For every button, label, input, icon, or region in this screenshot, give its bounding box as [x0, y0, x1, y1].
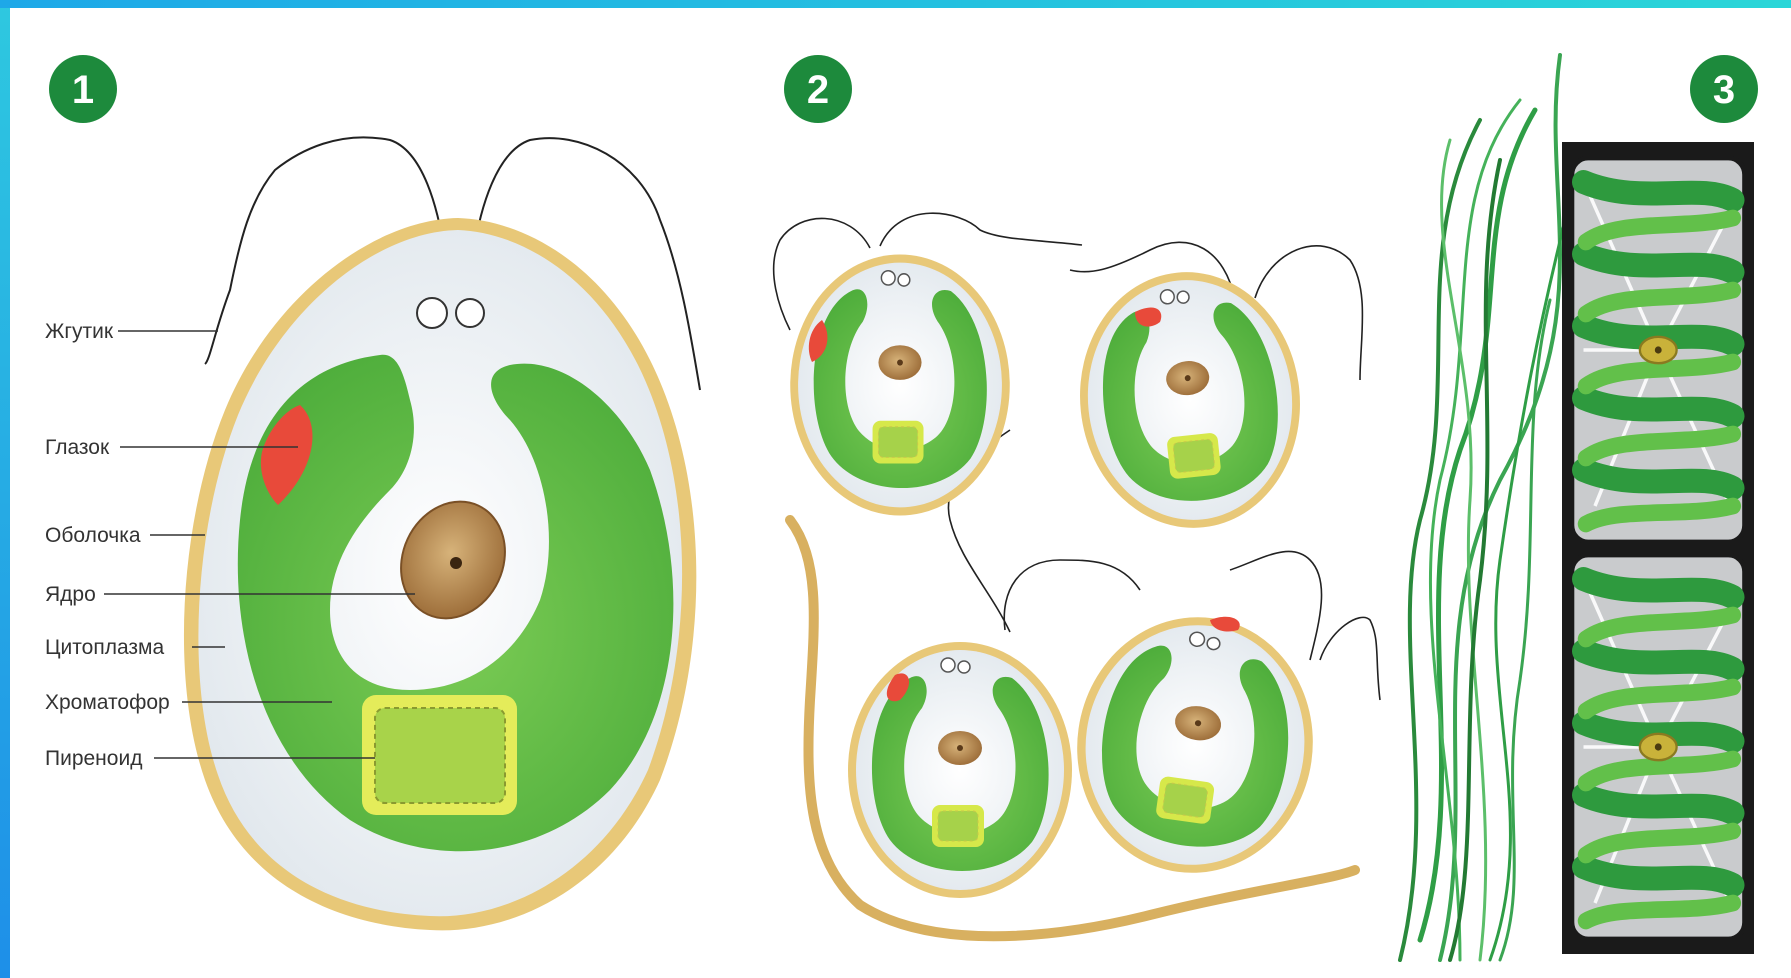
spirogyra-cell-upper	[1572, 158, 1745, 542]
colony-cells	[774, 213, 1380, 936]
panel-2-number: 2	[807, 68, 829, 112]
label-pyrenoid: Пиреноид	[45, 747, 142, 770]
label-nucleus: Ядро	[45, 583, 96, 606]
pyrenoid	[375, 708, 505, 803]
panel-3-number: 3	[1713, 68, 1735, 112]
colony-cell-3	[848, 642, 1072, 898]
label-cytoplasm: Цитоплазма	[45, 636, 164, 659]
colony-cell-1	[790, 254, 1010, 515]
panel-3-badge: 3	[1690, 55, 1758, 123]
label-flagellum: Жгутик	[45, 320, 114, 343]
spirogyra-cell-lower	[1572, 555, 1745, 939]
nucleolus	[450, 557, 462, 569]
vacuole-2	[456, 299, 484, 327]
label-membrane: Оболочка	[45, 524, 141, 547]
panel-1-badge: 1	[49, 55, 117, 123]
spirogyra-filaments	[1400, 55, 1570, 960]
label-eyespot: Глазок	[45, 436, 110, 459]
vacuole-1	[417, 298, 447, 328]
colony-cell-4	[1061, 602, 1330, 888]
label-chromatophore: Хроматофор	[45, 691, 170, 714]
panel-2-badge: 2	[784, 55, 852, 123]
panel-1-number: 1	[72, 68, 94, 112]
chlamydomonas-cell	[184, 137, 700, 930]
colony-cell-2	[1067, 261, 1312, 539]
spirogyra-cell-column	[1562, 142, 1754, 954]
